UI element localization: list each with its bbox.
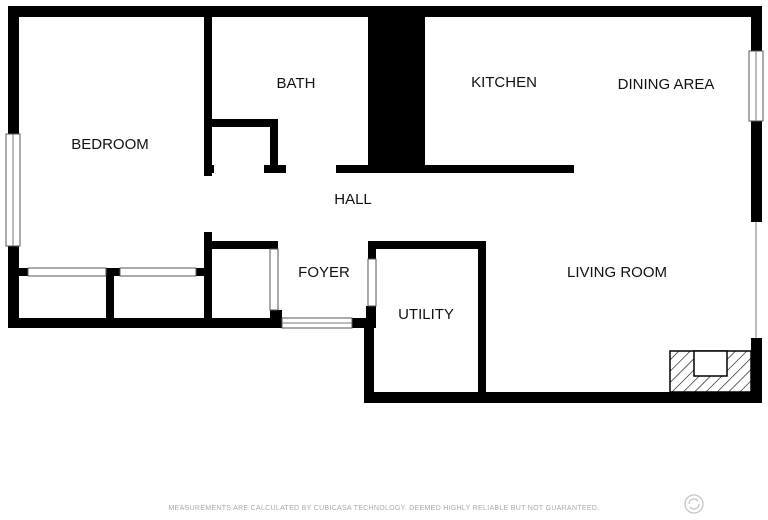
bedroom-closet-wall	[8, 268, 28, 276]
openings	[204, 176, 212, 232]
disclaimer-text: MEASUREMENTS ARE CALCULATED BY CUBICASA …	[169, 505, 600, 512]
entry-door	[281, 317, 353, 329]
room-label-living-room: LIVING ROOM	[567, 264, 667, 281]
closet-divider-post	[106, 268, 114, 328]
utility-west-door-stub	[366, 306, 376, 328]
linen-closet-stub	[264, 165, 286, 173]
closet-wall-east-stub	[196, 268, 212, 276]
utility-north-west-stub	[368, 241, 376, 259]
utility-west-wall	[364, 318, 374, 403]
bedroom-window	[5, 133, 21, 247]
fireplace-icon	[669, 350, 752, 393]
closet-door-east	[119, 267, 197, 277]
dining-window	[748, 50, 764, 122]
room-label-hall: HALL	[334, 191, 372, 208]
chimney-column	[368, 6, 425, 173]
room-label-kitchen: KITCHEN	[471, 74, 537, 91]
coat-closet-door	[269, 248, 279, 311]
utility-north-wall	[368, 241, 486, 249]
closet-door-west	[27, 267, 107, 277]
kitchen-counter-wall	[336, 165, 574, 173]
coat-closet-north-wall	[204, 241, 278, 249]
cubicasa-logo-icon	[684, 494, 704, 514]
bath-door-stub	[204, 165, 214, 173]
room-label-foyer: FOYER	[298, 264, 350, 281]
room-label-bedroom: BEDROOM	[71, 136, 149, 153]
bottom-wall-east	[364, 392, 762, 403]
bedroom-east-wall-upper	[204, 6, 212, 176]
bedroom-door-gap	[204, 176, 212, 232]
utility-door	[367, 258, 377, 307]
linen-closet-wall	[270, 119, 278, 173]
room-label-dining-area: DINING AREA	[618, 76, 715, 93]
bath-south-wall	[204, 119, 278, 127]
windows	[5, 50, 764, 338]
room-label-utility: UTILITY	[398, 306, 454, 323]
right-wall	[751, 6, 762, 403]
coat-closet-south-stub	[270, 310, 282, 328]
room-label-bath: BATH	[277, 75, 316, 92]
entry-stub-east	[352, 318, 374, 328]
bottom-wall-west	[8, 318, 281, 328]
bedroom-east-wall-lower	[204, 232, 212, 328]
interior-walls	[8, 6, 574, 403]
room-labels: BEDROOM BATH KITCHEN DINING AREA HALL FO…	[71, 74, 714, 323]
utility-east-wall	[478, 241, 486, 403]
